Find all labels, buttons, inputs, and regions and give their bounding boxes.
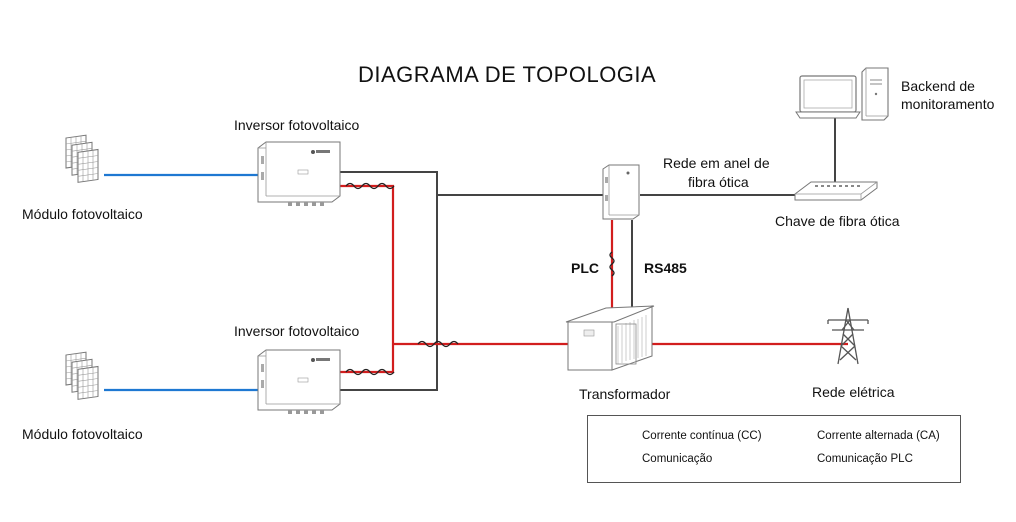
inverter-label: Inversor fotovoltaico bbox=[234, 323, 360, 339]
plc-wave-symbol bbox=[417, 340, 459, 348]
inverter-icon bbox=[257, 141, 341, 207]
ring-network-label: fibra ótica bbox=[688, 174, 749, 190]
plc-label: PLC bbox=[571, 260, 599, 276]
legend-item-dc: Corrente contínua (CC) bbox=[642, 430, 762, 442]
backend-label: Backend de bbox=[901, 78, 975, 94]
legend-item-ac: Corrente alternada (CA) bbox=[817, 430, 940, 442]
inverter-label: Inversor fotovoltaico bbox=[234, 117, 360, 133]
rs485-label: RS485 bbox=[644, 260, 687, 276]
inverter-icon bbox=[257, 349, 341, 415]
legend-item-plc: Comunicação PLC bbox=[817, 453, 913, 465]
fiber-switch-icon bbox=[794, 181, 878, 201]
pv-module-label: Módulo fotovoltaico bbox=[22, 426, 143, 442]
pv-module-icon bbox=[65, 351, 99, 400]
legend-item-comm: Comunicação bbox=[642, 453, 713, 465]
ring-network-device-icon bbox=[602, 164, 640, 220]
pv-module-label: Módulo fotovoltaico bbox=[22, 206, 143, 222]
grid-label: Rede elétrica bbox=[812, 384, 895, 400]
transmission-tower-icon bbox=[827, 307, 869, 365]
ring-network-label: Rede em anel de bbox=[663, 155, 770, 171]
ac-line-inverters bbox=[340, 184, 395, 374]
fiber-switch-label: Chave de fibra ótica bbox=[775, 213, 900, 229]
plc-wave-symbol bbox=[609, 251, 615, 277]
backend-label: monitoramento bbox=[901, 96, 995, 112]
transformer-icon bbox=[565, 305, 655, 371]
comm-line-inverters bbox=[340, 171, 438, 391]
plc-wave-symbol bbox=[345, 368, 395, 376]
legend-box: Corrente contínua (CC) Corrente alternad… bbox=[587, 415, 961, 483]
computer-icon bbox=[795, 67, 889, 121]
plc-wave-symbol bbox=[345, 182, 395, 190]
diagram-title: DIAGRAMA DE TOPOLOGIA bbox=[358, 62, 657, 87]
transformer-label: Transformador bbox=[579, 386, 671, 402]
pv-module-icon bbox=[65, 134, 99, 183]
